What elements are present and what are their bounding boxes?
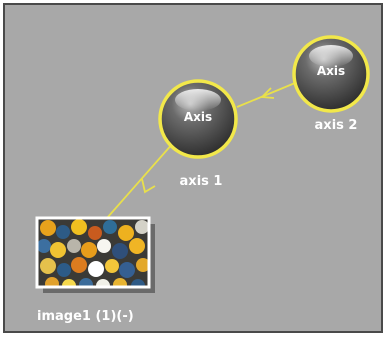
node-axis2[interactable]: Axis (292, 35, 370, 113)
node-label-axis1: axis 1 (179, 174, 223, 189)
sphere-highlight (309, 45, 353, 67)
node-label-axis2: axis 2 (314, 118, 358, 133)
sphere-highlight (175, 89, 221, 111)
node-bullet-text: Axis (184, 110, 212, 124)
node-image1[interactable] (35, 216, 155, 293)
arrow-icon (141, 178, 156, 194)
thumbnail-border (35, 216, 151, 289)
node-axis1[interactable]: Axis (158, 79, 238, 159)
connection-axis2-axis1[interactable] (236, 82, 296, 108)
arrow-icon (259, 87, 275, 99)
node-label-image1: image1 (1)(-) (37, 309, 134, 324)
image-thumbnail-icon (37, 218, 149, 287)
connection-axis1-image1[interactable] (106, 141, 175, 219)
node-bullet-text: Axis (317, 64, 345, 78)
